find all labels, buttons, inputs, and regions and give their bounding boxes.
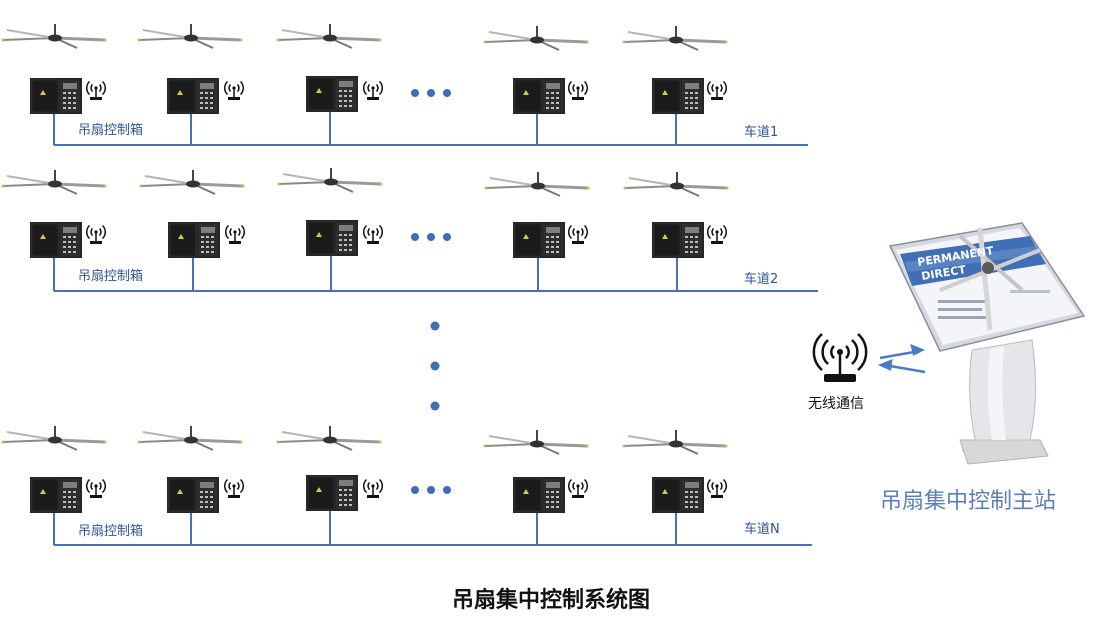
wifi-icon (362, 478, 384, 499)
wireless-label: 无线通信 (808, 396, 864, 412)
lane-label: 车道2 (744, 272, 779, 287)
lane-row (0, 424, 812, 546)
control-box (305, 219, 359, 257)
wireless-station-icon (812, 333, 868, 382)
lane-label: 车道1 (744, 125, 779, 140)
control-box (29, 476, 83, 514)
wifi-icon (362, 80, 384, 101)
ellipsis-dots (411, 89, 451, 97)
control-box-label: 吊扇控制箱 (78, 269, 144, 284)
fan-icon (482, 24, 590, 52)
wifi-icon (223, 478, 245, 499)
diagram-title: 吊扇集中控制系统图 (452, 588, 651, 613)
wifi-icon (567, 224, 589, 245)
fan-icon (138, 168, 246, 196)
control-box (166, 476, 220, 514)
fan-icon (482, 428, 590, 456)
fan-icon (275, 424, 383, 452)
wifi-icon (567, 478, 589, 499)
wifi-icon (706, 80, 728, 101)
control-box (512, 476, 566, 514)
wifi-icon (706, 224, 728, 245)
lane-bus (53, 511, 812, 546)
control-box (29, 221, 83, 259)
fan-icon (621, 428, 729, 456)
control-box (305, 75, 359, 113)
kiosk-icon (888, 222, 1086, 465)
wifi-icon (224, 224, 246, 245)
fan-icon (0, 168, 108, 196)
master-station-label: 吊扇集中控制主站 (880, 489, 1057, 514)
control-box (651, 221, 705, 259)
wifi-icon (362, 224, 384, 245)
fan-icon (483, 170, 591, 198)
lane-bus (53, 112, 808, 146)
wifi-icon (85, 80, 107, 101)
control-box (166, 77, 220, 115)
ellipsis-dots (411, 233, 451, 241)
control-box (512, 221, 566, 259)
control-box (167, 221, 221, 259)
fan-icon (136, 22, 244, 50)
fan-icon (0, 22, 108, 50)
fan-icon (276, 166, 384, 194)
wifi-icon (223, 80, 245, 101)
wifi-icon (706, 478, 728, 499)
vertical-ellipsis (430, 321, 440, 411)
lane-bus (53, 256, 818, 292)
fan-icon (0, 424, 108, 452)
control-box-label: 吊扇控制箱 (78, 524, 144, 539)
fan-icon (275, 22, 383, 50)
lane-row (0, 22, 808, 146)
wifi-icon (85, 478, 107, 499)
wifi-icon (85, 224, 107, 245)
fan-icon (136, 424, 244, 452)
control-box (651, 77, 705, 115)
control-box (29, 77, 83, 115)
control-box-label: 吊扇控制箱 (78, 123, 144, 138)
communication-arrows (877, 343, 926, 374)
control-box (305, 474, 359, 512)
control-box (512, 77, 566, 115)
wifi-icon (567, 80, 589, 101)
ellipsis-dots (411, 486, 451, 494)
control-box (651, 476, 705, 514)
lane-row (0, 166, 818, 292)
lane-label: 车道N (744, 522, 780, 537)
fan-icon (622, 170, 730, 198)
fan-icon (621, 24, 729, 52)
